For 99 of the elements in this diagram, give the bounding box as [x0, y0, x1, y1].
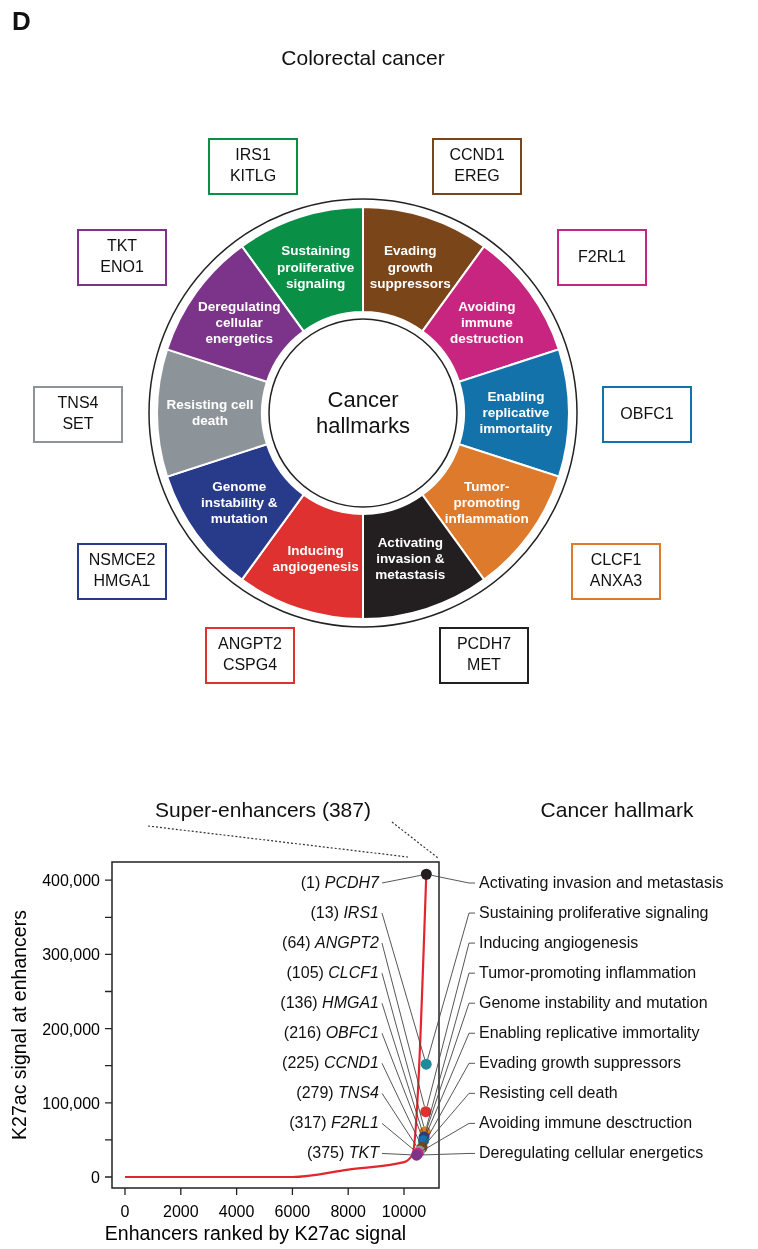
leader-line — [381, 1092, 418, 1147]
data-point — [420, 1106, 432, 1118]
gene-box — [432, 137, 522, 195]
leader-line — [381, 1122, 415, 1151]
tick-label: 100,000 — [42, 1094, 100, 1112]
gene-rank-label: (375) TKT — [229, 1143, 379, 1164]
tick-label: 300,000 — [42, 946, 100, 964]
tick-label: 6000 — [274, 1203, 311, 1220]
tick-label: 0 — [120, 1203, 130, 1220]
hallmark-label: Activating invasion and metastasis — [479, 873, 724, 893]
leader-line — [424, 1062, 476, 1143]
tick-label: 4000 — [218, 1203, 255, 1220]
leader-line — [381, 1153, 412, 1156]
gene-name: TNS4 — [57, 393, 99, 414]
leader-line — [425, 1002, 476, 1133]
sector-label: Enabling replicative immortality — [478, 388, 554, 438]
gene-rank-label: (1) PCDH7 — [229, 873, 379, 893]
tick-label: 400,000 — [42, 872, 100, 890]
gene-name: PCDH7 — [456, 634, 512, 655]
leader-line — [421, 1153, 476, 1156]
tick-label: 8000 — [330, 1203, 366, 1220]
leader-line — [422, 1122, 476, 1151]
sector-label: Activating invasion & metastasis — [374, 534, 447, 583]
diagram-title: Colorectal cancer — [281, 46, 445, 70]
gene-name: HMGA1 — [93, 571, 151, 591]
leader-line — [426, 942, 476, 1107]
hallmark-label: Tumor-promoting inflammation — [479, 963, 697, 984]
gene-name: ENO1 — [100, 257, 144, 277]
leader-line — [425, 1032, 476, 1137]
hallmark-label: Enabling replicative immortality — [479, 1023, 700, 1044]
gene-box — [205, 626, 295, 684]
gene-name: CLCF1 — [590, 550, 642, 571]
gene-box — [439, 626, 529, 684]
gene-rank-label: (317) F2RL1 — [229, 1113, 379, 1134]
gene-box — [77, 228, 167, 286]
sector-label: Avoiding immune destruction — [449, 298, 525, 348]
sector-label: Evading growth suppressors — [368, 243, 452, 292]
hallmark-label: Deregulating cellular energetics — [479, 1143, 704, 1164]
gene-box — [33, 385, 123, 443]
data-point — [420, 868, 432, 880]
gene-rank-label: (279) TNS4 — [229, 1083, 379, 1104]
sector-label: Tumor-promoting inflammation — [443, 478, 530, 528]
gene-box — [557, 228, 647, 286]
gene-box — [208, 137, 298, 195]
leader-line — [381, 942, 425, 1107]
gene-box — [77, 542, 167, 600]
gene-name: ANXA3 — [589, 571, 643, 591]
axis-title: Enhancers ranked by K27ac signal — [104, 1222, 407, 1244]
gene-rank-label: (64) ANGPT2 — [229, 933, 379, 954]
sector-label: Deregulating cellular energetics — [196, 298, 282, 348]
sector-label: Genome instability & mutation — [199, 478, 279, 528]
leader-line — [422, 1092, 476, 1148]
hallmark-label: Genome instability and mutation — [479, 993, 708, 1014]
gene-name: OBFC1 — [620, 403, 674, 424]
center-label: Cancer hallmarks — [314, 386, 412, 440]
gene-rank-label: (216) OBFC1 — [229, 1023, 379, 1044]
hallmark-label: Sustaining proliferative signaling — [479, 903, 709, 924]
gene-name: TKT — [106, 236, 138, 257]
leader-line — [381, 1062, 421, 1143]
gene-name: KITLG — [229, 166, 277, 186]
gene-name: NSMCE2 — [88, 550, 156, 571]
section-heading: Super-enhancers (387) — [155, 798, 371, 822]
tick-label: 0 — [91, 1169, 100, 1186]
tick-label: 10000 — [381, 1203, 427, 1220]
hallmark-label: Evading growth suppressors — [479, 1053, 681, 1074]
gene-rank-label: (225) CCND1 — [229, 1053, 379, 1074]
gene-name: MET — [467, 655, 501, 675]
tick-label: 200,000 — [42, 1020, 100, 1038]
gene-rank-label: (13) IRS1 — [229, 903, 379, 924]
leader-line — [381, 912, 426, 1060]
gene-box — [571, 542, 661, 600]
gene-name: SET — [62, 414, 94, 434]
leader-line — [381, 972, 425, 1127]
sector-label: Inducing angiogenesis — [271, 542, 360, 575]
gene-rank-label: (105) CLCF1 — [229, 963, 379, 984]
leader-line — [381, 874, 422, 884]
hallmark-label: Inducing angiogenesis — [479, 933, 639, 954]
hallmark-label: Resisting cell death — [479, 1083, 618, 1104]
gene-name: ANGPT2 — [218, 634, 282, 655]
tick-label: 2000 — [163, 1203, 199, 1220]
section-heading: Cancer hallmark — [540, 798, 694, 822]
sector-label: Resisting cell death — [165, 396, 255, 430]
gene-box — [602, 385, 692, 443]
data-point — [420, 1058, 432, 1070]
leader-line — [431, 874, 476, 884]
gene-name: EREG — [454, 166, 500, 186]
leader-line — [381, 1002, 423, 1133]
leader-line — [381, 1032, 422, 1136]
panel-letter: D — [12, 6, 31, 37]
gene-rank-label: (136) HMGA1 — [229, 993, 379, 1014]
gene-name: CCND1 — [449, 145, 505, 166]
axis-title: K27ac signal at enhancers — [8, 910, 30, 1140]
sector-label: Sustaining proliferative signaling — [276, 243, 356, 292]
hallmark-label: Avoiding immune desctruction — [479, 1113, 693, 1134]
gene-name: IRS1 — [235, 145, 271, 166]
gene-name: F2RL1 — [578, 246, 626, 267]
leader-line — [427, 912, 476, 1060]
gene-name: CSPG4 — [222, 655, 278, 675]
leader-line — [426, 972, 476, 1127]
